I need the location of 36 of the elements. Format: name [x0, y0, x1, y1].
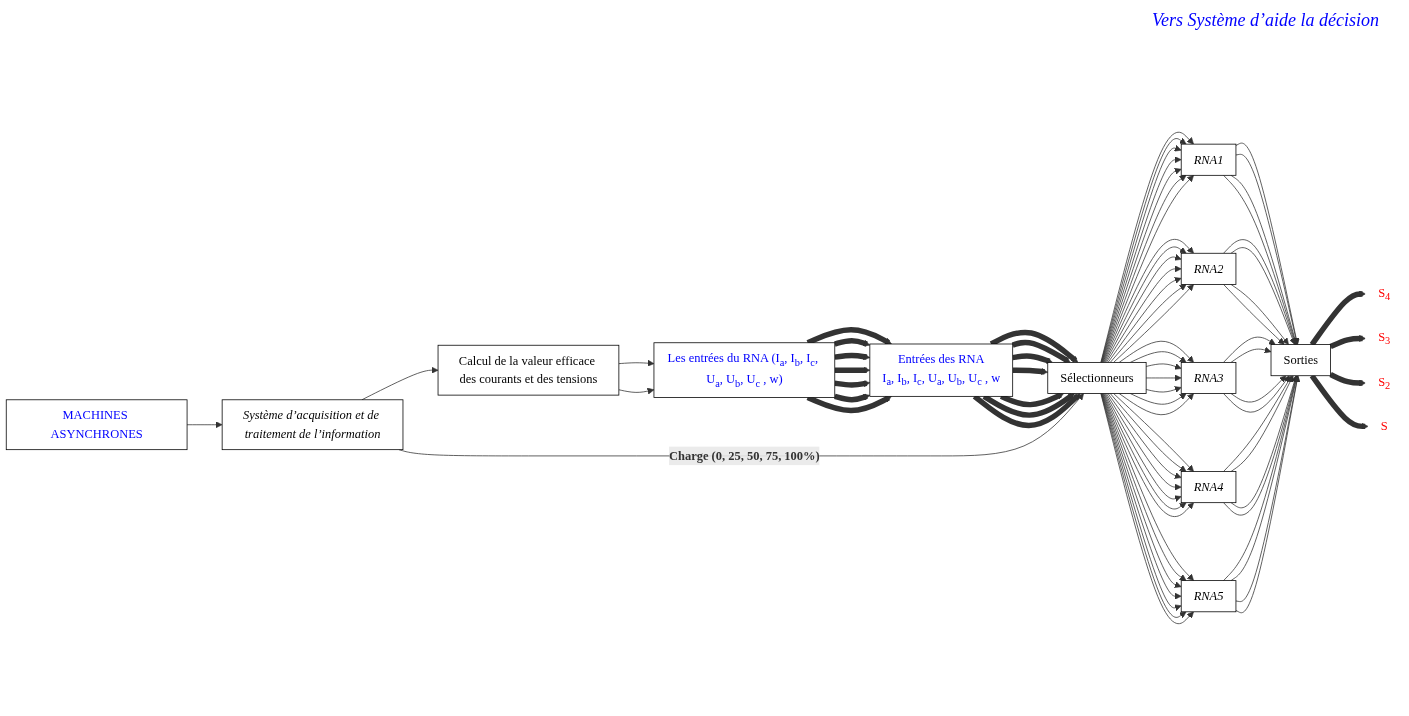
arrow: [806, 327, 892, 346]
arrow: [834, 393, 871, 403]
arrow: [834, 366, 871, 374]
node-box: RNA1: [1180, 143, 1237, 176]
edge-label: Charge (0, 25, 50, 75, 100%): [669, 448, 820, 463]
arrow: [834, 380, 871, 388]
arrow: [1012, 353, 1053, 364]
node-text: S$_{4}$: [1378, 285, 1391, 303]
arrow: [1329, 335, 1366, 349]
node-box: RNA3: [1180, 362, 1237, 394]
arrow: [1012, 367, 1049, 375]
node-text: S: [1380, 419, 1388, 433]
node-box: RNA2: [1180, 252, 1237, 285]
arrow: [806, 395, 892, 414]
arrow: [1329, 372, 1366, 387]
arrow: [1309, 290, 1366, 347]
arrow: [989, 329, 1079, 363]
arrow: [1011, 339, 1071, 364]
node-box: Sélectionneurs: [1047, 362, 1147, 394]
node-box: Calcul de la valeur efficace des courants et des tensions: [437, 344, 620, 396]
node-box: MACHINES ASYNCHRONES: [5, 399, 188, 451]
node-box: RNA5: [1180, 580, 1237, 613]
node-box: Entrées des RNA I$_{a}$, I$_{b}$, I$_{c}$, U$_{a}$, U$_{b}$, U$_{c}$ , w: [869, 343, 1014, 397]
node-text: S$_{3}$: [1378, 330, 1391, 347]
node-text: S$_{2}$: [1378, 374, 1391, 392]
arrow: [834, 338, 871, 347]
node-box: RNA4: [1180, 471, 1237, 504]
node-box: Système d’acquisition et de traitement de l’information: [221, 399, 404, 451]
arrow: [1309, 374, 1369, 430]
arrow: [999, 392, 1064, 408]
arrow: [972, 393, 1081, 429]
note-text: Vers Système d’aide la décision: [1152, 9, 1379, 31]
arrow: [982, 393, 1075, 418]
node-box: Les entrées du RNA (I$_{a}$, I$_{b}$, I$_{c}$, U$_{a}$, U$_{b}$, U$_{c}$ , w): [653, 342, 836, 398]
arrow: [834, 352, 871, 360]
node-box: Sorties: [1270, 344, 1331, 377]
